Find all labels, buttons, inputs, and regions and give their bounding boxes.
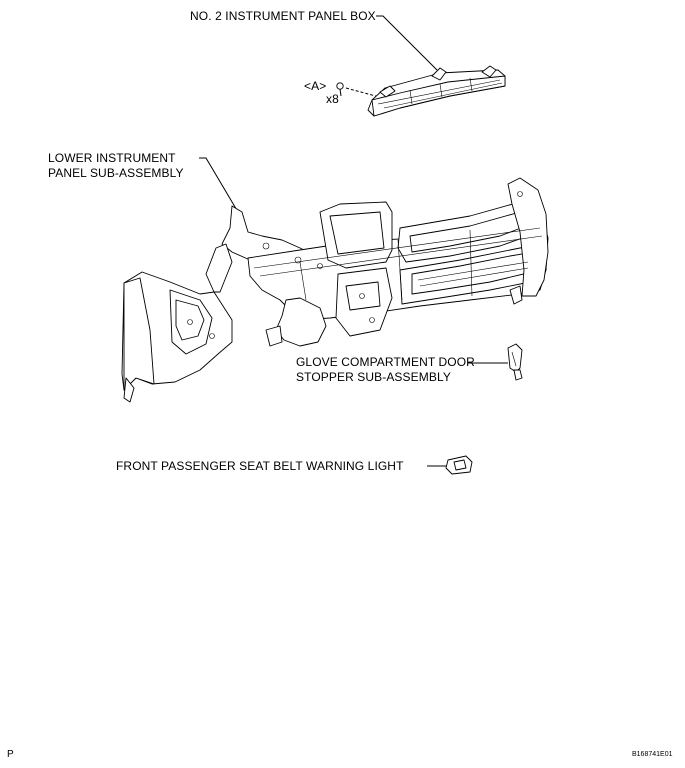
warning-light-part <box>445 455 473 475</box>
footer-left-mark: P <box>7 749 14 760</box>
lower-panel-leader <box>199 157 239 213</box>
figure-id: B168741E01 <box>632 751 673 758</box>
lower-panel-label-line1: LOWER INSTRUMENT <box>48 151 176 165</box>
fastener-ref-label: <A> <box>304 79 327 93</box>
panel-box-label: NO. 2 INSTRUMENT PANEL BOX <box>190 9 376 23</box>
panel-box-leader <box>376 15 438 71</box>
stopper-label-line2: STOPPER SUB-ASSEMBLY <box>296 370 451 384</box>
lower-panel-part <box>121 177 549 403</box>
warning-light-label: FRONT PASSENGER SEAT BELT WARNING LIGHT <box>116 459 404 473</box>
panel-box-part <box>367 65 506 117</box>
screw-icon <box>336 82 344 97</box>
stopper-label-line1: GLOVE COMPARTMENT DOOR <box>296 355 475 369</box>
lower-panel-label-line2: PANEL SUB-ASSEMBLY <box>48 166 184 180</box>
fastener-qty-label: x8 <box>326 92 339 106</box>
stopper-part <box>507 343 523 381</box>
